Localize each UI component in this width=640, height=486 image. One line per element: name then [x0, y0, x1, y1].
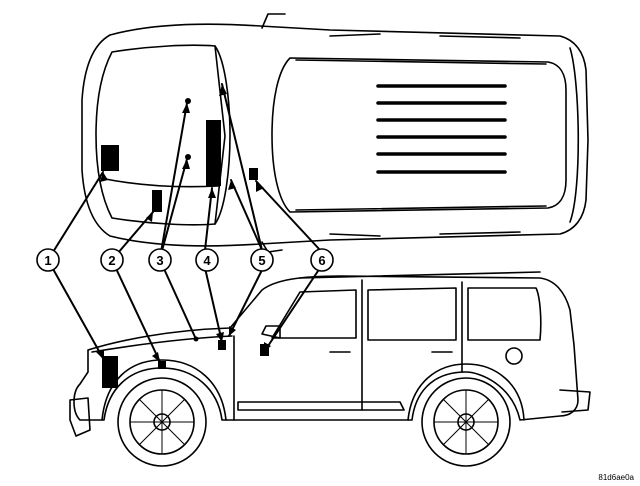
- side-body-molding: [237, 401, 405, 411]
- top-roof-rail-upper: [295, 59, 547, 65]
- side-quarter-window: [467, 287, 542, 341]
- marker-3-top-b: [185, 154, 191, 160]
- side-roof-rail: [299, 271, 541, 279]
- vehicle-side-view: [69, 271, 591, 467]
- side-hood-line: [91, 335, 233, 353]
- side-front-window: [271, 289, 357, 339]
- top-body-outline: [81, 23, 589, 247]
- callout-1: 1: [36, 248, 60, 272]
- side-rear-door-window: [367, 287, 457, 341]
- callout-1-label: 1: [44, 253, 51, 268]
- top-windshield: [214, 45, 231, 225]
- top-roof-slats: [376, 84, 507, 174]
- callout-2-label: 2: [108, 253, 115, 268]
- vehicle-top-view: [81, 13, 589, 253]
- side-rear-arch: [407, 363, 525, 421]
- side-body-outline: [73, 275, 579, 421]
- callout-4-label: 4: [203, 253, 211, 268]
- leader-lines: [47, 83, 321, 363]
- top-roof: [271, 57, 567, 213]
- callout-2: 2: [100, 248, 124, 272]
- callout-3-label: 3: [156, 253, 163, 268]
- side-front-wheel: [117, 377, 207, 467]
- callout-6: 6: [310, 248, 334, 272]
- marker-2-top: [152, 190, 162, 212]
- top-mirror-upper: [261, 13, 286, 29]
- side-front-bumper: [69, 397, 91, 437]
- leader-arrowheads: [96, 84, 271, 362]
- marker-3-top-a: [185, 98, 191, 104]
- top-roof-rail-lower: [295, 205, 547, 211]
- callout-4: 4: [195, 248, 219, 272]
- top-windshield-base: [99, 177, 219, 188]
- side-rear-bumper: [559, 389, 591, 413]
- marker-1-top: [101, 145, 119, 171]
- marker-6-top: [249, 168, 258, 180]
- top-side-window-upper: [329, 33, 521, 39]
- figure-code: 81d6ae0a: [598, 473, 634, 482]
- callout-5: 5: [250, 248, 274, 272]
- top-side-window-lower: [329, 231, 521, 237]
- callout-3: 3: [148, 248, 172, 272]
- marker-1-side: [102, 356, 118, 388]
- marker-4-top: [206, 120, 221, 186]
- marker-2-side: [158, 361, 166, 369]
- top-rear-gate: [569, 47, 580, 223]
- callout-6-label: 6: [318, 253, 325, 268]
- side-fuel-door: [505, 347, 523, 365]
- top-hood: [95, 44, 226, 226]
- marker-4-side: [218, 340, 226, 350]
- side-front-arch: [101, 359, 227, 421]
- callout-5-label: 5: [258, 253, 265, 268]
- side-rear-wheel: [421, 377, 511, 467]
